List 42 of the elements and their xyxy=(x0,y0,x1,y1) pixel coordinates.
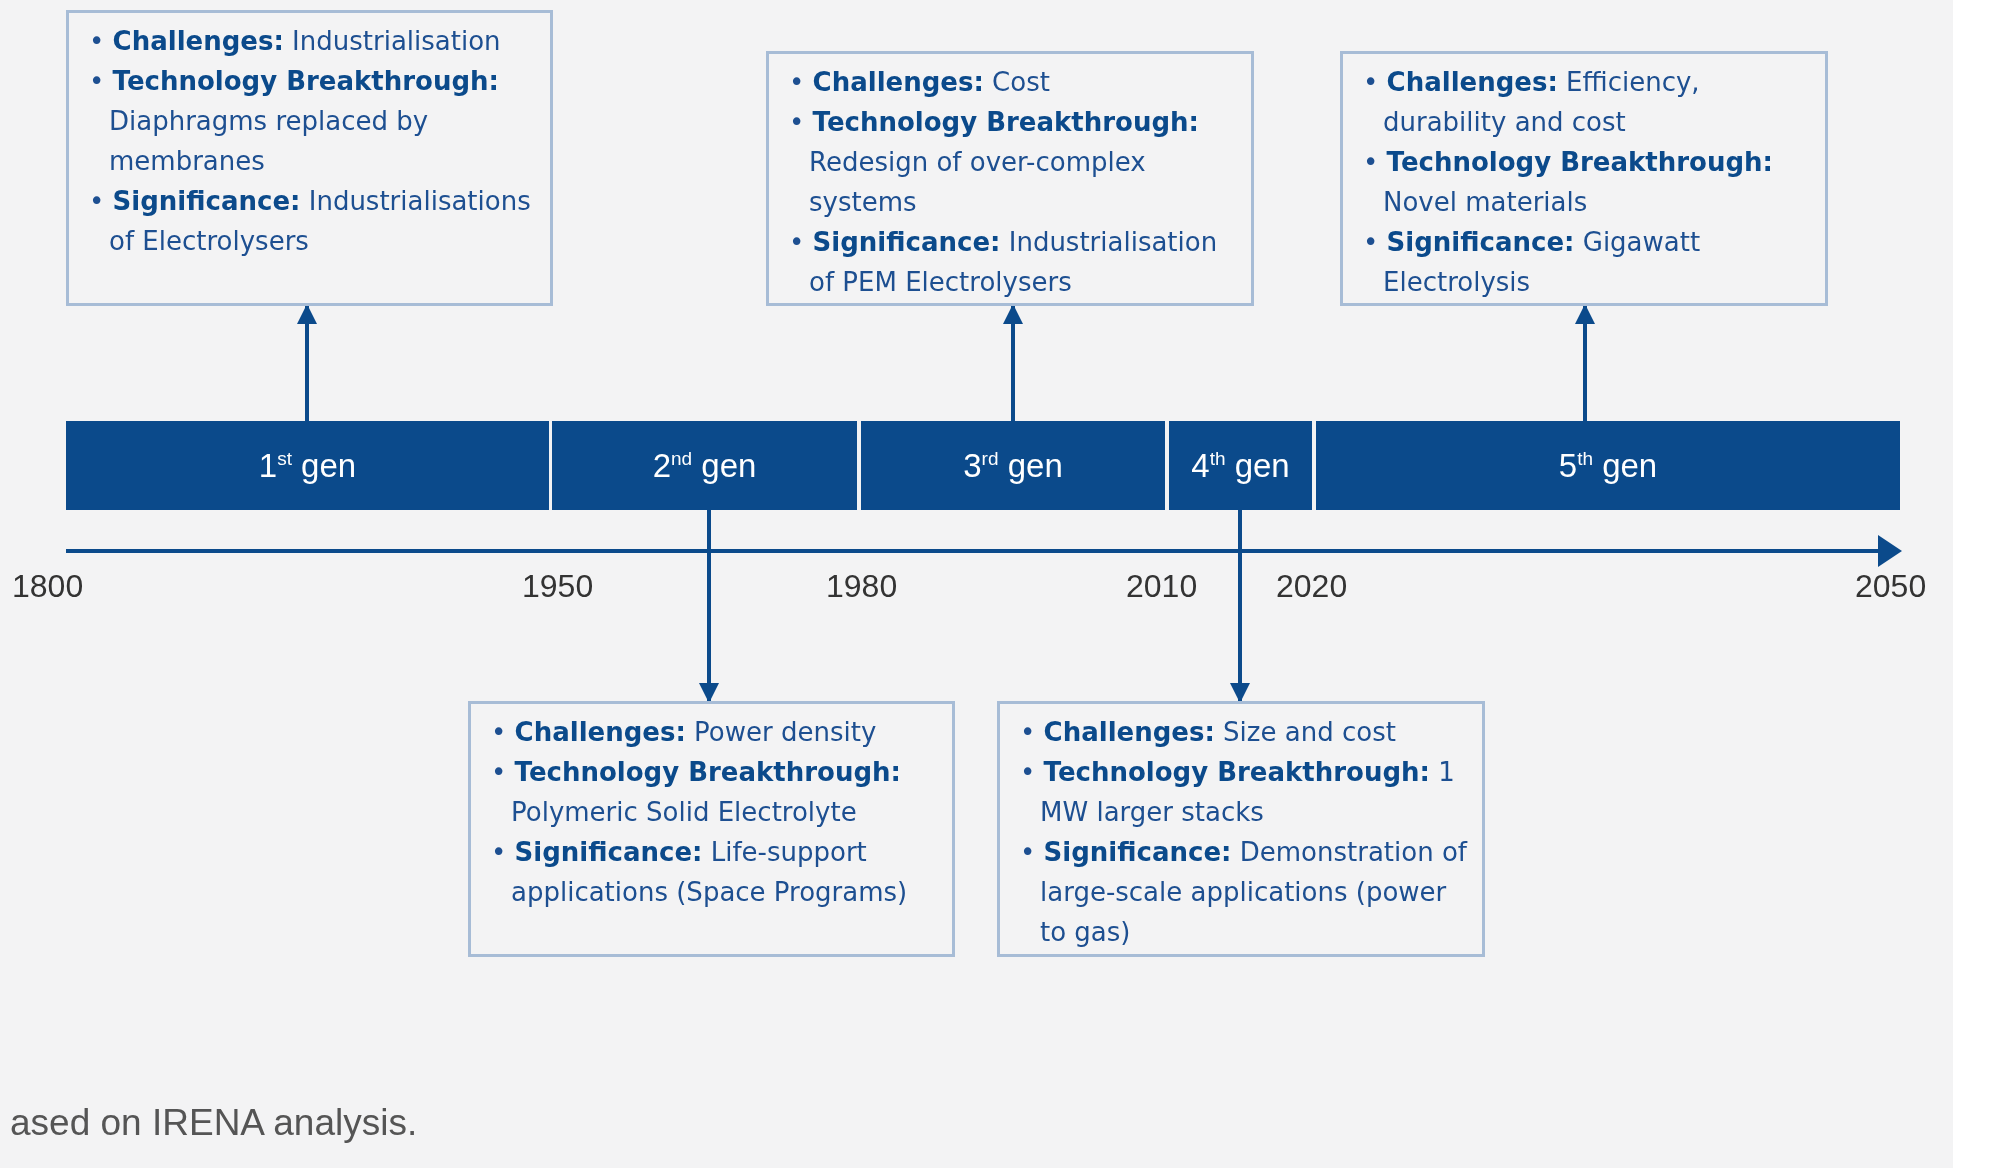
bullet-text: • Technology Breakthrough: 1 MW larger stacks xyxy=(1020,756,1456,829)
generation-bar xyxy=(861,421,1165,510)
bullet-text: • Technology Breakthrough: Redesign of over-complex systems xyxy=(789,106,1200,219)
year-label: 2020 xyxy=(1276,568,1348,605)
year-label: 2050 xyxy=(1855,568,1927,605)
bullet-text: • Technology Breakthrough: Polymeric Solid Electrolyte xyxy=(491,756,902,829)
bullet-text: • Significance: Demonstration of large-scale applications (power to gas) xyxy=(1020,836,1469,949)
year-label: 1980 xyxy=(826,568,898,605)
arrow xyxy=(699,510,719,703)
generation-bar xyxy=(1169,421,1312,510)
arrow xyxy=(297,304,317,421)
info-box xyxy=(1340,51,1828,306)
bullet-text: • Challenges: Industrialisation xyxy=(89,25,502,58)
bullet-text: • Significance: Life-support applications (Space Programs) xyxy=(491,836,909,909)
generation-label: 2$^{nd}$ gen xyxy=(652,446,757,485)
info-box xyxy=(766,51,1254,306)
arrow xyxy=(1230,510,1250,703)
info-box xyxy=(468,701,955,957)
year-label: 2010 xyxy=(1126,568,1198,605)
generation-label: 5$^{th}$ gen xyxy=(1558,446,1658,485)
generation-label: 4$^{th}$ gen xyxy=(1191,446,1290,485)
bullet-text: • Significance: Gigawatt Electrolysis xyxy=(1363,226,1702,299)
bullet-text: • Significance: Industrialisations of Electrolysers xyxy=(89,185,532,258)
caption: ased on IRENA analysis. xyxy=(10,1102,418,1144)
arrow xyxy=(1003,304,1023,421)
bullet-text: • Technology Breakthrough: Novel materials xyxy=(1363,146,1774,219)
year-label: 1950 xyxy=(522,568,594,605)
generation-bar xyxy=(552,421,857,510)
bullet-text: • Challenges: Cost xyxy=(789,66,1051,99)
generation-bar xyxy=(66,421,549,510)
generation-label: 1$^{st}$ gen xyxy=(258,446,357,485)
year-label: 1800 xyxy=(12,568,84,605)
bullet-text: • Technology Breakthrough: Diaphragms replaced by membranes xyxy=(89,65,500,178)
info-box xyxy=(66,10,553,306)
bullet-text: • Significance: Industrialisation of PEM Electrolysers xyxy=(789,226,1219,299)
arrow xyxy=(1575,304,1595,421)
bullet-text: • Challenges: Power density xyxy=(491,716,878,749)
bullet-text: • Challenges: Efficiency, durability and cost xyxy=(1363,66,1701,139)
info-box xyxy=(997,701,1485,957)
generation-label: 3$^{rd}$ gen xyxy=(963,446,1063,485)
generation-bar xyxy=(1316,421,1900,510)
bullet-text: • Challenges: Size and cost xyxy=(1020,716,1397,749)
